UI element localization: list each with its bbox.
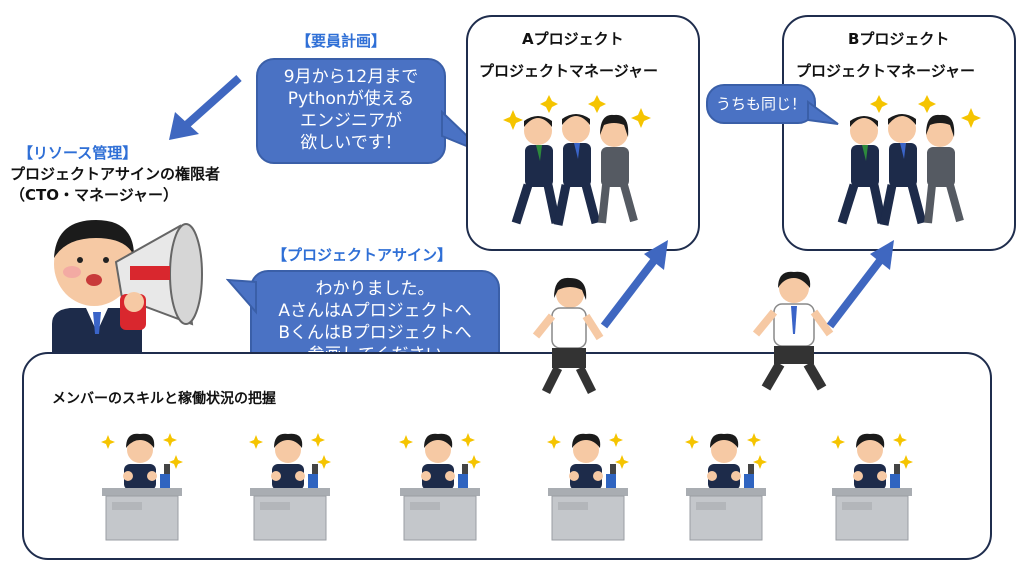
resource-title: 【リソース管理】 [18,144,138,162]
manager-megaphone-illustration [52,220,203,372]
desk-worker-illustration [685,433,767,541]
project-a-team-illustration [503,95,651,226]
members-title: メンバーのスキルと稼働状況の把握 [52,391,276,407]
plan-bubble-line-3: エンジニアが [300,111,402,131]
assign-bubble-tail [226,278,257,315]
desk-worker-illustration [831,433,913,541]
plan-bubble-line-2: Pythonが使える [287,89,415,109]
plan-bubble: 9月から12月まで Pythonが使える エンジニアが 欲しいです！ [256,58,446,164]
assign-bubble-line-1: わかりました。 [315,279,435,299]
members-panel [22,352,992,560]
arrow-plan-to-resource-icon [169,75,242,140]
assign-bubble-line-2: AさんはAプロジェクトへ [278,301,472,321]
plan-bubble-line-1: 9月から12月まで [283,67,419,87]
project-b-name: Bプロジェクト [848,30,950,48]
project-a-role: プロジェクトマネージャー [479,62,658,80]
project-b-team-illustration [837,95,981,226]
project-b-role: プロジェクトマネージャー [796,62,975,80]
resource-who: （CTO・マネージャー） [10,186,178,204]
member-a-illustration [532,277,604,395]
desk-worker-illustration [101,433,183,541]
resource-role: プロジェクトアサインの権限者 [10,165,221,183]
desk-worker-illustration [399,433,481,541]
project-b-bubble: うちも同じ！ [706,84,816,124]
desk-worker-illustration [249,433,331,541]
project-a-name: Aプロジェクト [522,30,624,48]
member-b-illustration [752,271,834,391]
desk-worker-illustration [547,433,629,541]
plan-bubble-line-4: 欲しいです！ [300,133,402,153]
project-b-bubble-tail [807,100,839,125]
assign-title: 【プロジェクトアサイン】 [272,246,453,264]
assign-bubble-line-3: BくんはBプロジェクトへ [278,323,472,343]
plan-title: 【要員計画】 [296,32,387,50]
project-b-bubble-text: うちも同じ！ [715,95,806,113]
arrow-to-project-b-icon [826,240,894,329]
arrow-to-project-a-icon [600,240,668,329]
